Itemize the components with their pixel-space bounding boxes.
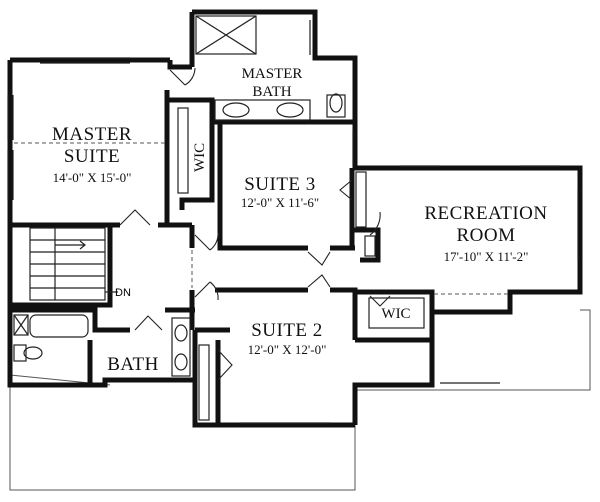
recreation-dims: 17'-10" X 11'-2" — [444, 249, 529, 264]
bath-fixtures — [13, 314, 191, 377]
suite3-dims: 12'-0" X 11'-6" — [241, 195, 319, 210]
stairs — [29, 227, 118, 301]
shower — [195, 15, 257, 55]
stair-down-label: DN — [115, 287, 131, 299]
master-suite-name-line2: SUITE — [64, 146, 120, 167]
master-suite-dims: 14'-0" X 15'-0" — [53, 170, 132, 185]
master-bath-name-line2: BATH — [252, 84, 291, 100]
recreation-name-line2: ROOM — [456, 225, 515, 246]
master-bath-name-line1: MASTER — [242, 66, 303, 82]
wic-rec-label: WIC — [381, 306, 410, 322]
recreation-name-line1: RECREATION — [424, 203, 547, 224]
wic-master-label: WIC — [192, 143, 208, 172]
bath-name: BATH — [107, 354, 159, 375]
master-suite-name-line1: MASTER — [52, 124, 132, 145]
suite3-name: SUITE 3 — [244, 174, 316, 195]
master-bath-vanity — [214, 93, 346, 121]
interior-walls — [10, 90, 435, 425]
hall-doors — [191, 231, 331, 301]
suite2-name: SUITE 2 — [251, 320, 323, 341]
windows — [7, 20, 579, 424]
labels: MASTER SUITE 14'-0" X 15'-0" MASTER BATH… — [52, 66, 547, 375]
suite2-dims: 12'-0" X 12'-0" — [248, 342, 327, 357]
